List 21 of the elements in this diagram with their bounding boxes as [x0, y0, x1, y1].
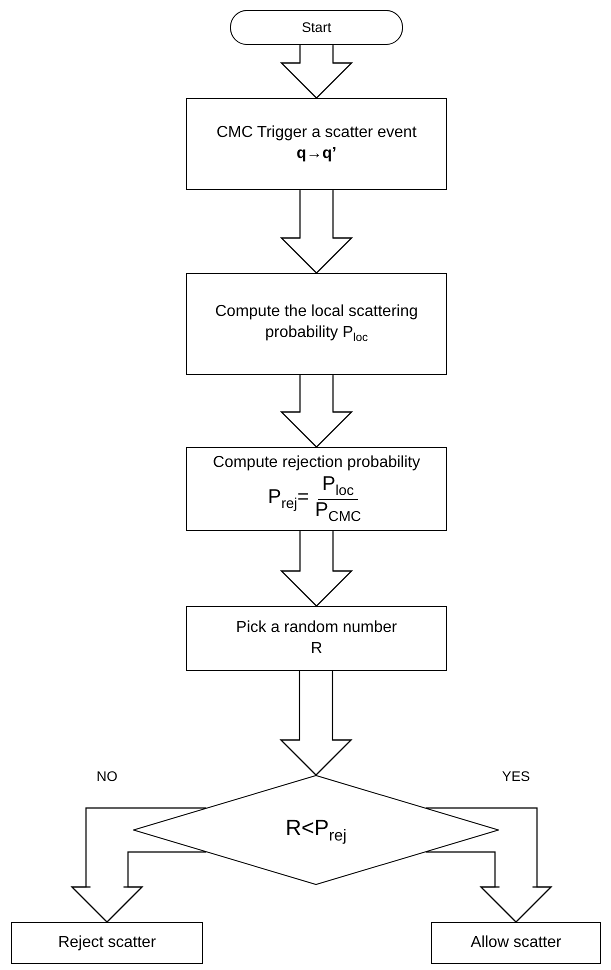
box-text: CMC Trigger a scatter event [216, 123, 417, 144]
box-text: Pick a random number [236, 618, 397, 638]
process-box [186, 447, 447, 531]
box-text: Allow scatter [470, 932, 562, 953]
box-text: Compute the local scattering probability P$_{loc}$ [214, 302, 419, 346]
box-text: Reject scatter [58, 932, 156, 953]
box-text: q→q’ [296, 144, 336, 164]
edge-label: YES [500, 768, 532, 784]
process-box [11, 922, 203, 964]
edge-label: NO [94, 768, 120, 784]
process-box [431, 922, 601, 964]
formula: P$_{rej}$= P$_{loc}$ P$_{CMC}$ [268, 474, 362, 526]
process-box [186, 273, 447, 375]
process-box [186, 606, 447, 671]
box-text: R [310, 638, 322, 658]
condition-text: R<P$_{rej}$ [285, 814, 346, 846]
start-terminal [230, 10, 403, 45]
process-box [186, 98, 447, 190]
terminal-label: Start [302, 18, 332, 37]
decision-diamond [133, 775, 499, 885]
box-text: Compute rejection probability [212, 452, 420, 473]
